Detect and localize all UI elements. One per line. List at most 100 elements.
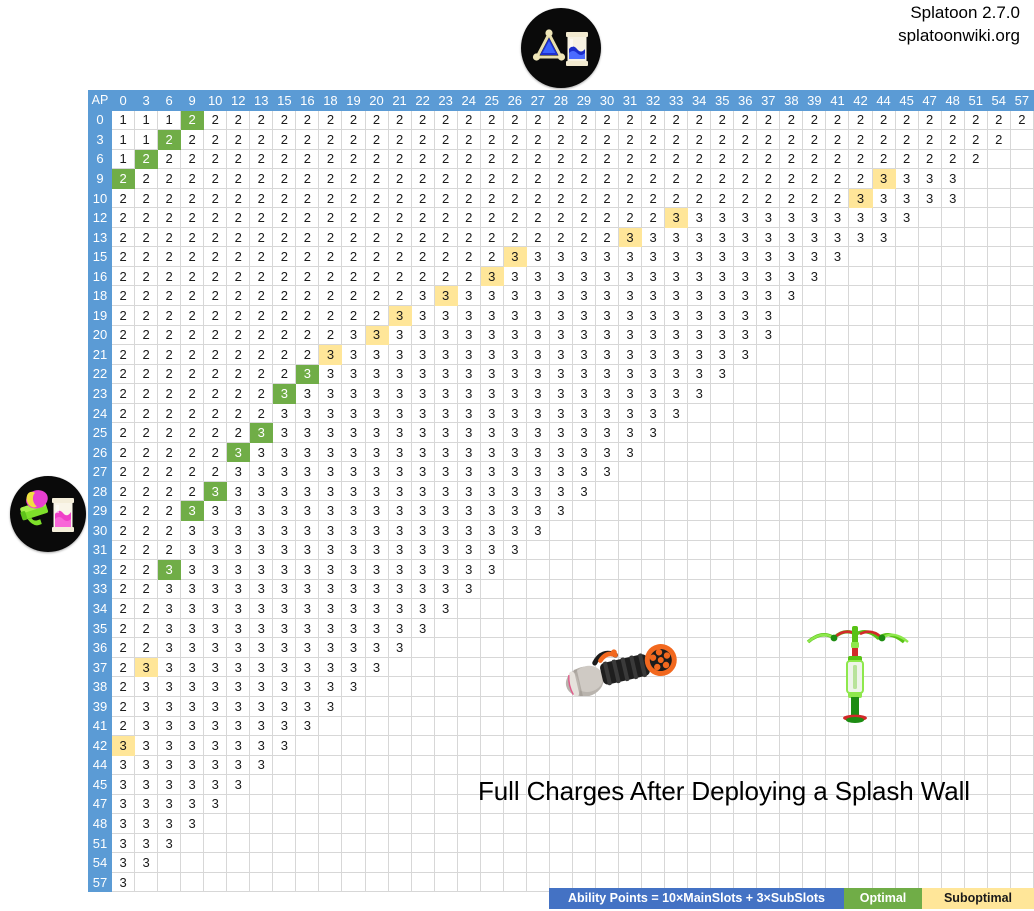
grid-cell: 3 — [410, 461, 435, 482]
grid-cell-empty — [548, 715, 573, 737]
grid-cell: 3 — [410, 344, 435, 365]
grid-cell: 2 — [433, 226, 458, 248]
grid-cell: 2 — [203, 344, 228, 365]
grid-cell-empty — [710, 402, 735, 424]
grid-cell-empty — [318, 754, 343, 776]
grid-cell: 2 — [111, 520, 136, 541]
grid-cell-empty — [940, 578, 965, 600]
grid-cell: 3 — [433, 578, 458, 600]
grid-cell: 2 — [318, 324, 343, 346]
grid-cell-empty — [963, 832, 988, 854]
grid-cell: 3 — [733, 246, 758, 267]
grid-cell-empty — [387, 813, 412, 834]
grid-cell-empty — [802, 832, 827, 854]
grid-col-header-9: 9 — [180, 90, 205, 111]
grid-cell-empty — [226, 832, 251, 854]
grid-cell: 2 — [134, 500, 159, 522]
splat-brella-icon — [806, 626, 909, 723]
grid-row-header-51: 51 — [87, 832, 113, 854]
grid-cell: 2 — [226, 422, 251, 443]
grid-cell-empty — [756, 715, 781, 737]
grid-cell-empty — [963, 305, 988, 326]
grid-cell: 3 — [502, 441, 527, 463]
grid-row-header-29: 29 — [87, 500, 113, 522]
grid-cell: 3 — [364, 441, 389, 463]
grid-cell: 3 — [157, 793, 182, 815]
grid-cell: 3 — [249, 735, 274, 756]
grid-cell-empty — [756, 402, 781, 424]
grid-row-header-19: 19 — [87, 305, 113, 326]
grid-cell: 2 — [687, 168, 712, 189]
grid-cell-empty — [433, 774, 458, 795]
grid-cell-empty — [779, 695, 804, 717]
grid-cell: 3 — [594, 422, 620, 443]
grid-cell-empty — [825, 265, 850, 287]
grid-cell-empty — [548, 559, 573, 580]
grid-cell: 3 — [618, 344, 643, 365]
grid-cell-empty — [779, 813, 804, 834]
grid-cell-empty — [756, 422, 781, 443]
grid-cell-empty — [710, 539, 735, 561]
grid-cell: 3 — [295, 461, 320, 482]
grid-cell: 2 — [917, 129, 942, 150]
grid-cell: 3 — [111, 754, 136, 776]
grid-cell: 2 — [456, 226, 481, 248]
grid-cell: 3 — [226, 441, 251, 463]
grid-cell-empty — [871, 402, 896, 424]
grid-cell: 2 — [456, 129, 481, 150]
grid-cell-empty — [871, 813, 896, 834]
grid-cell-empty — [802, 422, 827, 443]
grid-cell-empty — [733, 383, 758, 404]
grid-cell: 2 — [318, 187, 343, 209]
grid-cell: 2 — [387, 148, 412, 170]
grid-cell: 3 — [341, 617, 366, 639]
grid-cell: 3 — [571, 344, 596, 365]
grid-cell: 3 — [641, 226, 666, 248]
grid-cell-empty — [825, 871, 850, 893]
grid-cell: 3 — [157, 656, 182, 678]
grid-cell: 2 — [157, 207, 182, 228]
grid-cell: 2 — [111, 207, 136, 228]
grid-cell: 2 — [641, 168, 666, 189]
grid-cell: 3 — [157, 578, 182, 600]
grid-cell: 3 — [180, 598, 205, 619]
grid-cell-empty — [687, 852, 712, 873]
grid-cell: 3 — [272, 500, 297, 522]
grid-row-header-57: 57 — [87, 871, 113, 893]
grid-col-header-30: 30 — [594, 90, 620, 111]
grid-col-header-48: 48 — [940, 90, 965, 111]
grid-cell-empty — [618, 539, 643, 561]
grid-cell: 3 — [502, 480, 527, 502]
grid-cell: 2 — [871, 129, 896, 150]
grid-cell: 2 — [848, 129, 873, 150]
grid-cell: 2 — [387, 285, 412, 307]
grid-row-header-48: 48 — [87, 813, 113, 834]
grid-cell: 2 — [203, 148, 228, 170]
grid-cell-empty — [548, 754, 573, 776]
grid-col-header-51: 51 — [963, 90, 988, 111]
grid-cell-empty — [479, 852, 504, 873]
grid-cell: 2 — [364, 246, 389, 267]
grid-cell: 3 — [295, 363, 320, 385]
grid-cell-empty — [710, 871, 735, 893]
grid-cell-empty — [548, 832, 573, 854]
grid-cell: 2 — [664, 168, 689, 189]
grid-cell-empty — [664, 754, 689, 776]
grid-cell-empty — [848, 402, 873, 424]
grid-cell-empty — [387, 676, 412, 697]
grid-cell-empty — [295, 793, 320, 815]
grid-cell-empty — [733, 422, 758, 443]
grid-cell-empty — [618, 695, 643, 717]
grid-cell: 2 — [664, 109, 689, 131]
grid-cell: 3 — [456, 305, 481, 326]
grid-cell: 3 — [641, 422, 666, 443]
grid-cell-empty — [618, 598, 643, 619]
grid-cell-empty — [502, 871, 527, 893]
grid-cell: 2 — [157, 265, 182, 287]
grid-cell: 1 — [157, 109, 182, 131]
grid-cell: 3 — [180, 793, 205, 815]
grid-cell-empty — [249, 813, 274, 834]
grid-cell-empty — [802, 402, 827, 424]
grid-cell: 3 — [433, 480, 458, 502]
